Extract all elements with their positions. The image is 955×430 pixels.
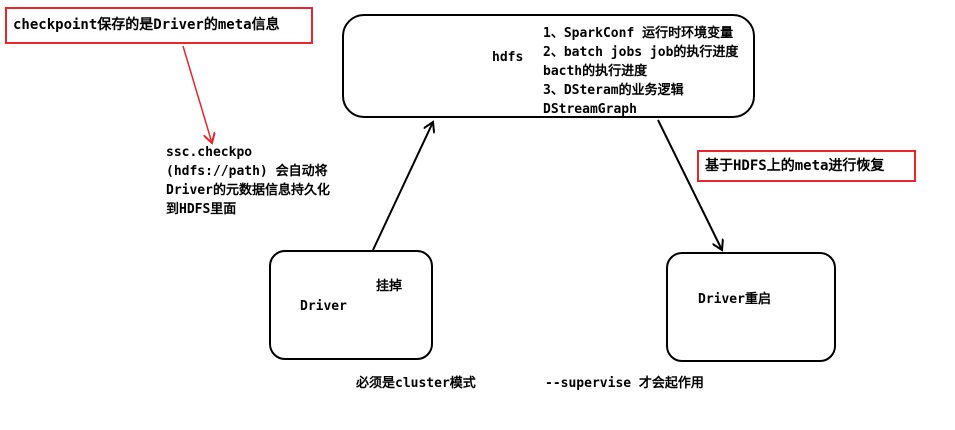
ssc-line-3: Driver的元数据信息持久化 [166, 183, 330, 198]
restore-note-box: 基于HDFS上的meta进行恢复 [697, 150, 916, 182]
arrow-driver-to-hdfs [372, 122, 433, 251]
driver-box [269, 250, 433, 360]
hdfs-box [342, 14, 755, 118]
driver-restart-box [666, 252, 836, 362]
crash-label: 挂掉 [376, 279, 403, 294]
hdfs-item-4: 3、DSteram的业务逻辑 [543, 83, 684, 98]
hdfs-item-1: 1、SparkConf 运行时环境变量 [543, 26, 734, 41]
hdfs-item-2: 2、batch jobs job的执行进度 [543, 45, 739, 60]
driver-restart-label: Driver重启 [698, 292, 771, 307]
supervise-note: --supervise 才会起作用 [545, 376, 704, 391]
checkpoint-note-box: checkpoint保存的是Driver的meta信息 [5, 7, 313, 44]
arrow-note-to-ssc [182, 45, 212, 143]
cluster-mode-note: 必须是cluster模式 [356, 376, 476, 391]
arrow-hdfs-to-driver-restart [657, 119, 722, 250]
hdfs-label: hdfs [492, 50, 524, 65]
ssc-line-2: (hdfs://path) 会自动将 [166, 164, 328, 179]
ssc-line-1: ssc.checkpo [166, 145, 253, 160]
hdfs-item-5: DStreamGraph [543, 102, 637, 117]
hdfs-item-3: bacth的执行进度 [543, 64, 648, 79]
driver-label: Driver [300, 299, 347, 314]
ssc-line-4: 到HDFS里面 [166, 202, 237, 217]
